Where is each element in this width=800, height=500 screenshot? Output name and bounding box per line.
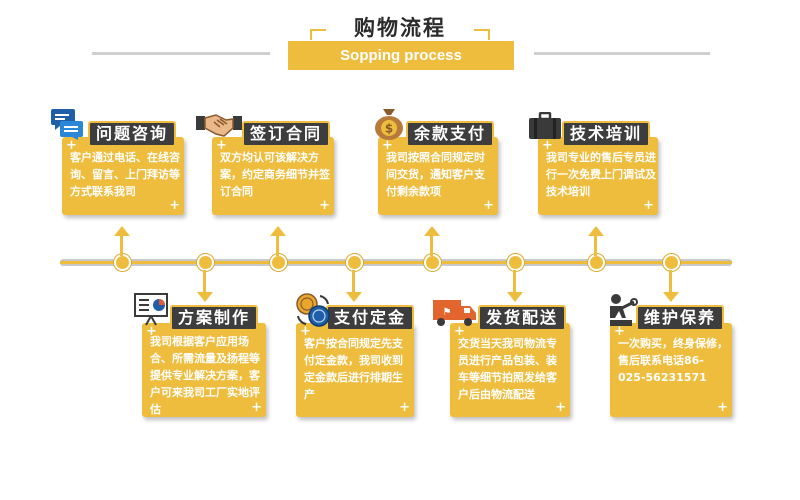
arrow-down-icon (507, 270, 523, 302)
banner-bracket-right (474, 29, 490, 40)
step-card-solution: 我司根据客户应用场合、所需流量及扬程等提供专业解决方案，客户可来我司工厂实地评估… (142, 323, 266, 417)
arrow-up-icon (424, 226, 440, 256)
arrow-up-icon (588, 226, 604, 256)
step-description: 一次购买，终身保修，售后联系电话86-025-56231571 (618, 337, 728, 384)
timeline-dot (114, 254, 131, 271)
corner-plus-icon: + (614, 324, 625, 339)
step-card-maintenance: 一次购买，终身保修，售后联系电话86-025-56231571 + + (610, 323, 732, 417)
timeline-dot (270, 254, 287, 271)
corner-plus-icon: + (643, 198, 654, 213)
step-description: 我司按照合同规定时间交货，通知客户支付剩余款项 (386, 151, 485, 198)
timeline-dot (197, 254, 214, 271)
step-title-tag: 技术培训 (562, 121, 650, 147)
arrow-up-icon (114, 226, 130, 256)
step-title-tag: 支付定金 (326, 305, 414, 331)
timeline-dot (663, 254, 680, 271)
corner-plus-icon: + (300, 324, 311, 339)
corner-plus-icon: + (169, 198, 180, 213)
step-description: 双方均认可该解决方案，约定商务细节并签订合同 (220, 151, 330, 198)
step-card-deposit: 客户按合同规定先支付定金款，我司收到定金款后进行排期生产 + + (296, 323, 414, 417)
briefcase-icon (528, 111, 562, 140)
step-description: 客户通过电话、在线咨询、留言、上门拜访等方式联系我司 (70, 151, 180, 198)
timeline-dot (424, 254, 441, 271)
money-bag-icon: $ (372, 105, 406, 141)
step-card-contract: 双方均认可该解决方案，约定商务细节并签订合同 + + (212, 137, 334, 215)
subtitle-banner: Sopping process (288, 41, 514, 70)
svg-text:$: $ (385, 122, 393, 136)
corner-plus-icon: + (399, 400, 410, 415)
header-divider-left (92, 52, 270, 55)
step-description: 我司专业的售后专员进行一次免费上门调试及技术培训 (546, 151, 656, 198)
step-card-consultation: 客户通过电话、在线咨询、留言、上门拜访等方式联系我司 + + (62, 137, 184, 215)
step-description: 客户按合同规定先支付定金款，我司收到定金款后进行排期生产 (304, 337, 403, 401)
timeline-dot (346, 254, 363, 271)
step-title-tag: 签订合同 (242, 121, 330, 147)
arrow-down-icon (663, 270, 679, 302)
corner-plus-icon: + (717, 400, 728, 415)
corner-plus-icon: + (146, 324, 157, 339)
step-description: 交货当天我司物流专员进行产品包装、装车等细节拍照发给客户后由物流配送 (458, 337, 557, 401)
step-card-shipping: 交货当天我司物流专员进行产品包装、装车等细节拍照发给客户后由物流配送 + + (450, 323, 570, 417)
presentation-icon (134, 292, 170, 326)
banner-bracket-left (310, 29, 326, 40)
arrow-down-icon (346, 270, 362, 302)
page-title: 购物流程 (354, 15, 446, 40)
corner-plus-icon: + (66, 138, 77, 153)
step-title-tag: 维护保养 (636, 305, 724, 331)
timeline-dot (507, 254, 524, 271)
step-title-tag: 问题咨询 (88, 121, 176, 147)
arrow-up-icon (270, 226, 286, 256)
corner-plus-icon: + (216, 138, 227, 153)
header-divider-right (534, 52, 710, 55)
step-title-tag: 发货配送 (478, 305, 566, 331)
timeline-track-highlight (60, 261, 732, 264)
chat-icon (50, 108, 84, 140)
corner-plus-icon: + (542, 138, 553, 153)
step-card-training: 我司专业的售后专员进行一次免费上门调试及技术培训 + + (538, 137, 658, 215)
corner-plus-icon: + (319, 198, 330, 213)
step-title-tag: 余款支付 (406, 121, 494, 147)
step-description: 我司根据客户应用场合、所需流量及扬程等提供专业解决方案，客户可来我司工厂实地评估 (150, 335, 260, 416)
arrow-down-icon (197, 270, 213, 302)
coin-exchange-icon (294, 292, 332, 328)
corner-plus-icon: + (382, 138, 393, 153)
timeline-dot (588, 254, 605, 271)
corner-plus-icon: + (483, 198, 494, 213)
corner-plus-icon: + (555, 400, 566, 415)
delivery-truck-icon: ⚑ (432, 296, 478, 328)
handshake-icon (196, 110, 242, 140)
corner-plus-icon: + (454, 324, 465, 339)
repair-worker-icon (604, 292, 638, 328)
svg-text:⚑: ⚑ (443, 307, 452, 318)
step-title-tag: 方案制作 (170, 305, 258, 331)
corner-plus-icon: + (251, 400, 262, 415)
step-card-balance-payment: 我司按照合同规定时间交货，通知客户支付剩余款项 + + (378, 137, 498, 215)
